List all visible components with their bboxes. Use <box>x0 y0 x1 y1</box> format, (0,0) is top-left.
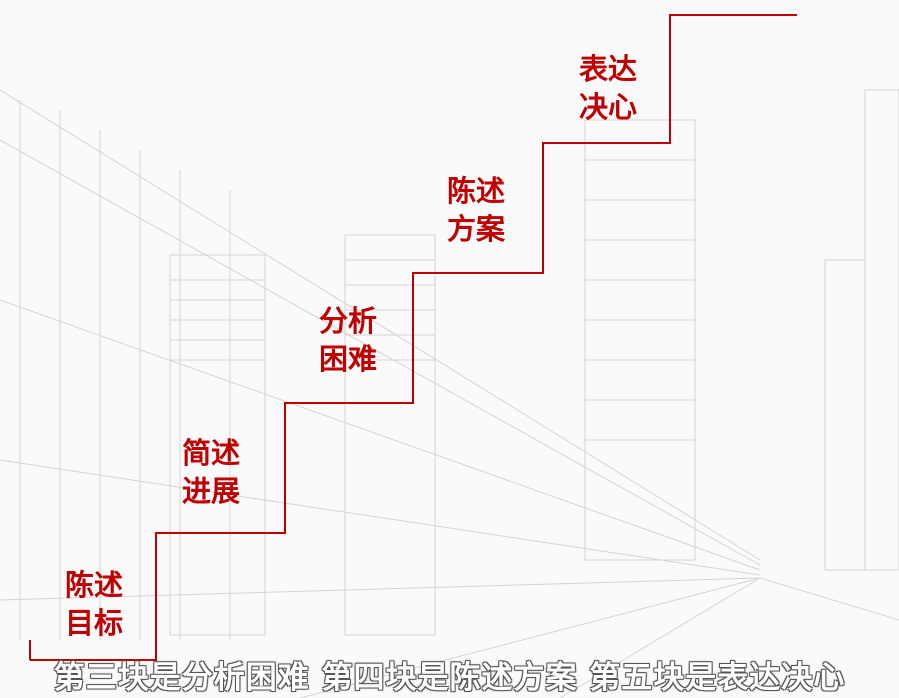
step-2-line2: 进展 <box>181 474 240 508</box>
step-4-label: 陈述 方案 <box>436 172 516 248</box>
step-2-label: 简述 进展 <box>171 434 251 510</box>
step-5-label: 表达 决心 <box>568 50 648 126</box>
step-5-line2: 决心 <box>578 90 637 124</box>
staircase-line <box>30 14 797 661</box>
step-1-line2: 目标 <box>64 606 123 640</box>
step-1-line1: 陈述 <box>64 568 123 602</box>
step-4-line2: 方案 <box>446 212 505 246</box>
step-4-line1: 陈述 <box>446 174 505 208</box>
step-5-line1: 表达 <box>578 52 637 86</box>
step-3-line2: 困难 <box>318 342 377 376</box>
step-1-label: 陈述 目标 <box>54 566 134 642</box>
step-3-label: 分析 困难 <box>308 302 388 378</box>
video-subtitle: 第三块是分析困难 第四块是陈述方案 第五块是表达决心 <box>53 660 846 696</box>
step-3-line1: 分析 <box>318 304 377 338</box>
step-2-line1: 简述 <box>181 436 240 470</box>
